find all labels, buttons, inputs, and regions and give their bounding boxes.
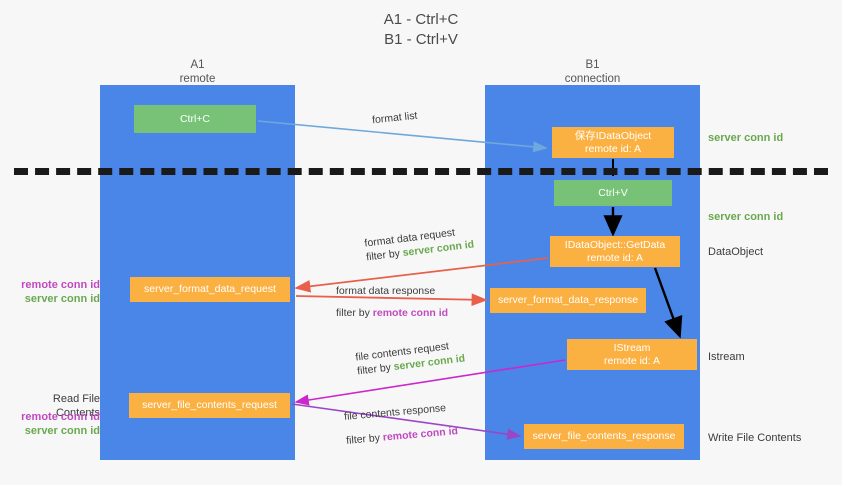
label-remote-conn-id-lower: remote conn id <box>21 411 100 423</box>
title-line-2: B1 - Ctrl+V <box>384 31 458 48</box>
label-server-conn-id-lower: server conn id <box>24 425 100 437</box>
caption-file-contents-response: file contents response filter by remote … <box>344 400 459 448</box>
box-server-format-data-response[interactable]: server_format_data_response <box>490 288 646 313</box>
box-ctrl-v[interactable]: Ctrl+V <box>554 180 672 206</box>
box-save-idataobject-line2: remote id: A <box>584 142 642 155</box>
caption-format-list: format list <box>371 109 419 127</box>
box-istream[interactable]: IStream remote id: A <box>567 339 697 370</box>
caption-file-contents-request: file contents request filter by server c… <box>355 337 466 378</box>
label-remote-conn-id-upper: remote conn id <box>21 279 100 291</box>
box-ctrl-c[interactable]: Ctrl+C <box>134 105 256 133</box>
column-header-a1: A1 remote <box>100 58 295 86</box>
label-istream: Istream <box>708 351 745 363</box>
caption-format-data-response: format data response filter by remote co… <box>336 284 448 320</box>
box-save-idataobject[interactable]: 保存IDataObject remote id: A <box>552 127 674 158</box>
caption-format-data-request-prefix: filter by <box>365 247 404 264</box>
box-server-format-data-request[interactable]: server_format_data_request <box>130 277 290 302</box>
box-ctrl-v-label: Ctrl+V <box>598 186 628 199</box>
box-istream-line2: remote id: A <box>603 354 661 367</box>
label-server-conn-id-upper: server conn id <box>24 293 100 305</box>
box-server-format-data-response-label: server_format_data_response <box>497 294 639 306</box>
caption-format-data-response-line1: format data response <box>336 285 436 297</box>
label-write-file-contents: Write File Contents <box>708 432 802 444</box>
label-server-conn-id-top: server conn id <box>708 132 784 144</box>
box-server-file-contents-request[interactable]: server_file_contents_request <box>129 393 290 418</box>
caption-file-contents-response-line1: file contents response <box>343 402 447 423</box>
box-idataobject-getdata[interactable]: IDataObject::GetData remote id: A <box>550 236 680 267</box>
box-server-file-contents-request-label: server_file_contents_request <box>142 399 277 411</box>
title-line-1: A1 - Ctrl+C <box>383 11 459 28</box>
diagram-title: A1 - Ctrl+C B1 - Ctrl+V <box>0 10 842 50</box>
label-conn-ids-upper: remote conn id server conn id <box>8 278 100 306</box>
phase-divider <box>14 168 828 175</box>
column-b1-subtitle: connection <box>564 73 621 85</box>
column-header-b1: B1 connection <box>485 58 700 86</box>
box-getdata-line2: remote id: A <box>586 251 644 264</box>
caption-format-data-request: format data request filter by server con… <box>364 223 475 264</box>
box-ctrl-c-label: Ctrl+C <box>179 112 211 125</box>
box-istream-line1: IStream <box>613 341 651 354</box>
caption-format-data-response-prefix: filter by <box>336 307 373 319</box>
box-save-idataobject-line1: 保存IDataObject <box>574 129 652 142</box>
caption-file-contents-response-value: remote conn id <box>382 425 459 444</box>
box-server-file-contents-response-label: server_file_contents_response <box>532 430 676 442</box>
box-server-format-data-request-label: server_format_data_request <box>144 283 276 295</box>
caption-file-contents-request-prefix: filter by <box>356 361 395 378</box>
label-read-file-contents: Read File Contents <box>52 393 100 419</box>
caption-file-contents-response-prefix: filter by <box>345 431 384 447</box>
column-a1-name: A1 <box>190 59 205 71</box>
caption-format-data-response-value: remote conn id <box>372 307 449 319</box>
label-conn-ids-lower: remote conn id server conn id <box>8 410 100 438</box>
box-getdata-line1: IDataObject::GetData <box>564 238 666 251</box>
label-dataobject: DataObject <box>708 246 764 258</box>
column-a1-subtitle: remote <box>179 73 216 85</box>
box-server-file-contents-response[interactable]: server_file_contents_response <box>524 424 684 449</box>
column-b1-name: B1 <box>585 59 600 71</box>
label-server-conn-id-second: server conn id <box>708 211 784 223</box>
